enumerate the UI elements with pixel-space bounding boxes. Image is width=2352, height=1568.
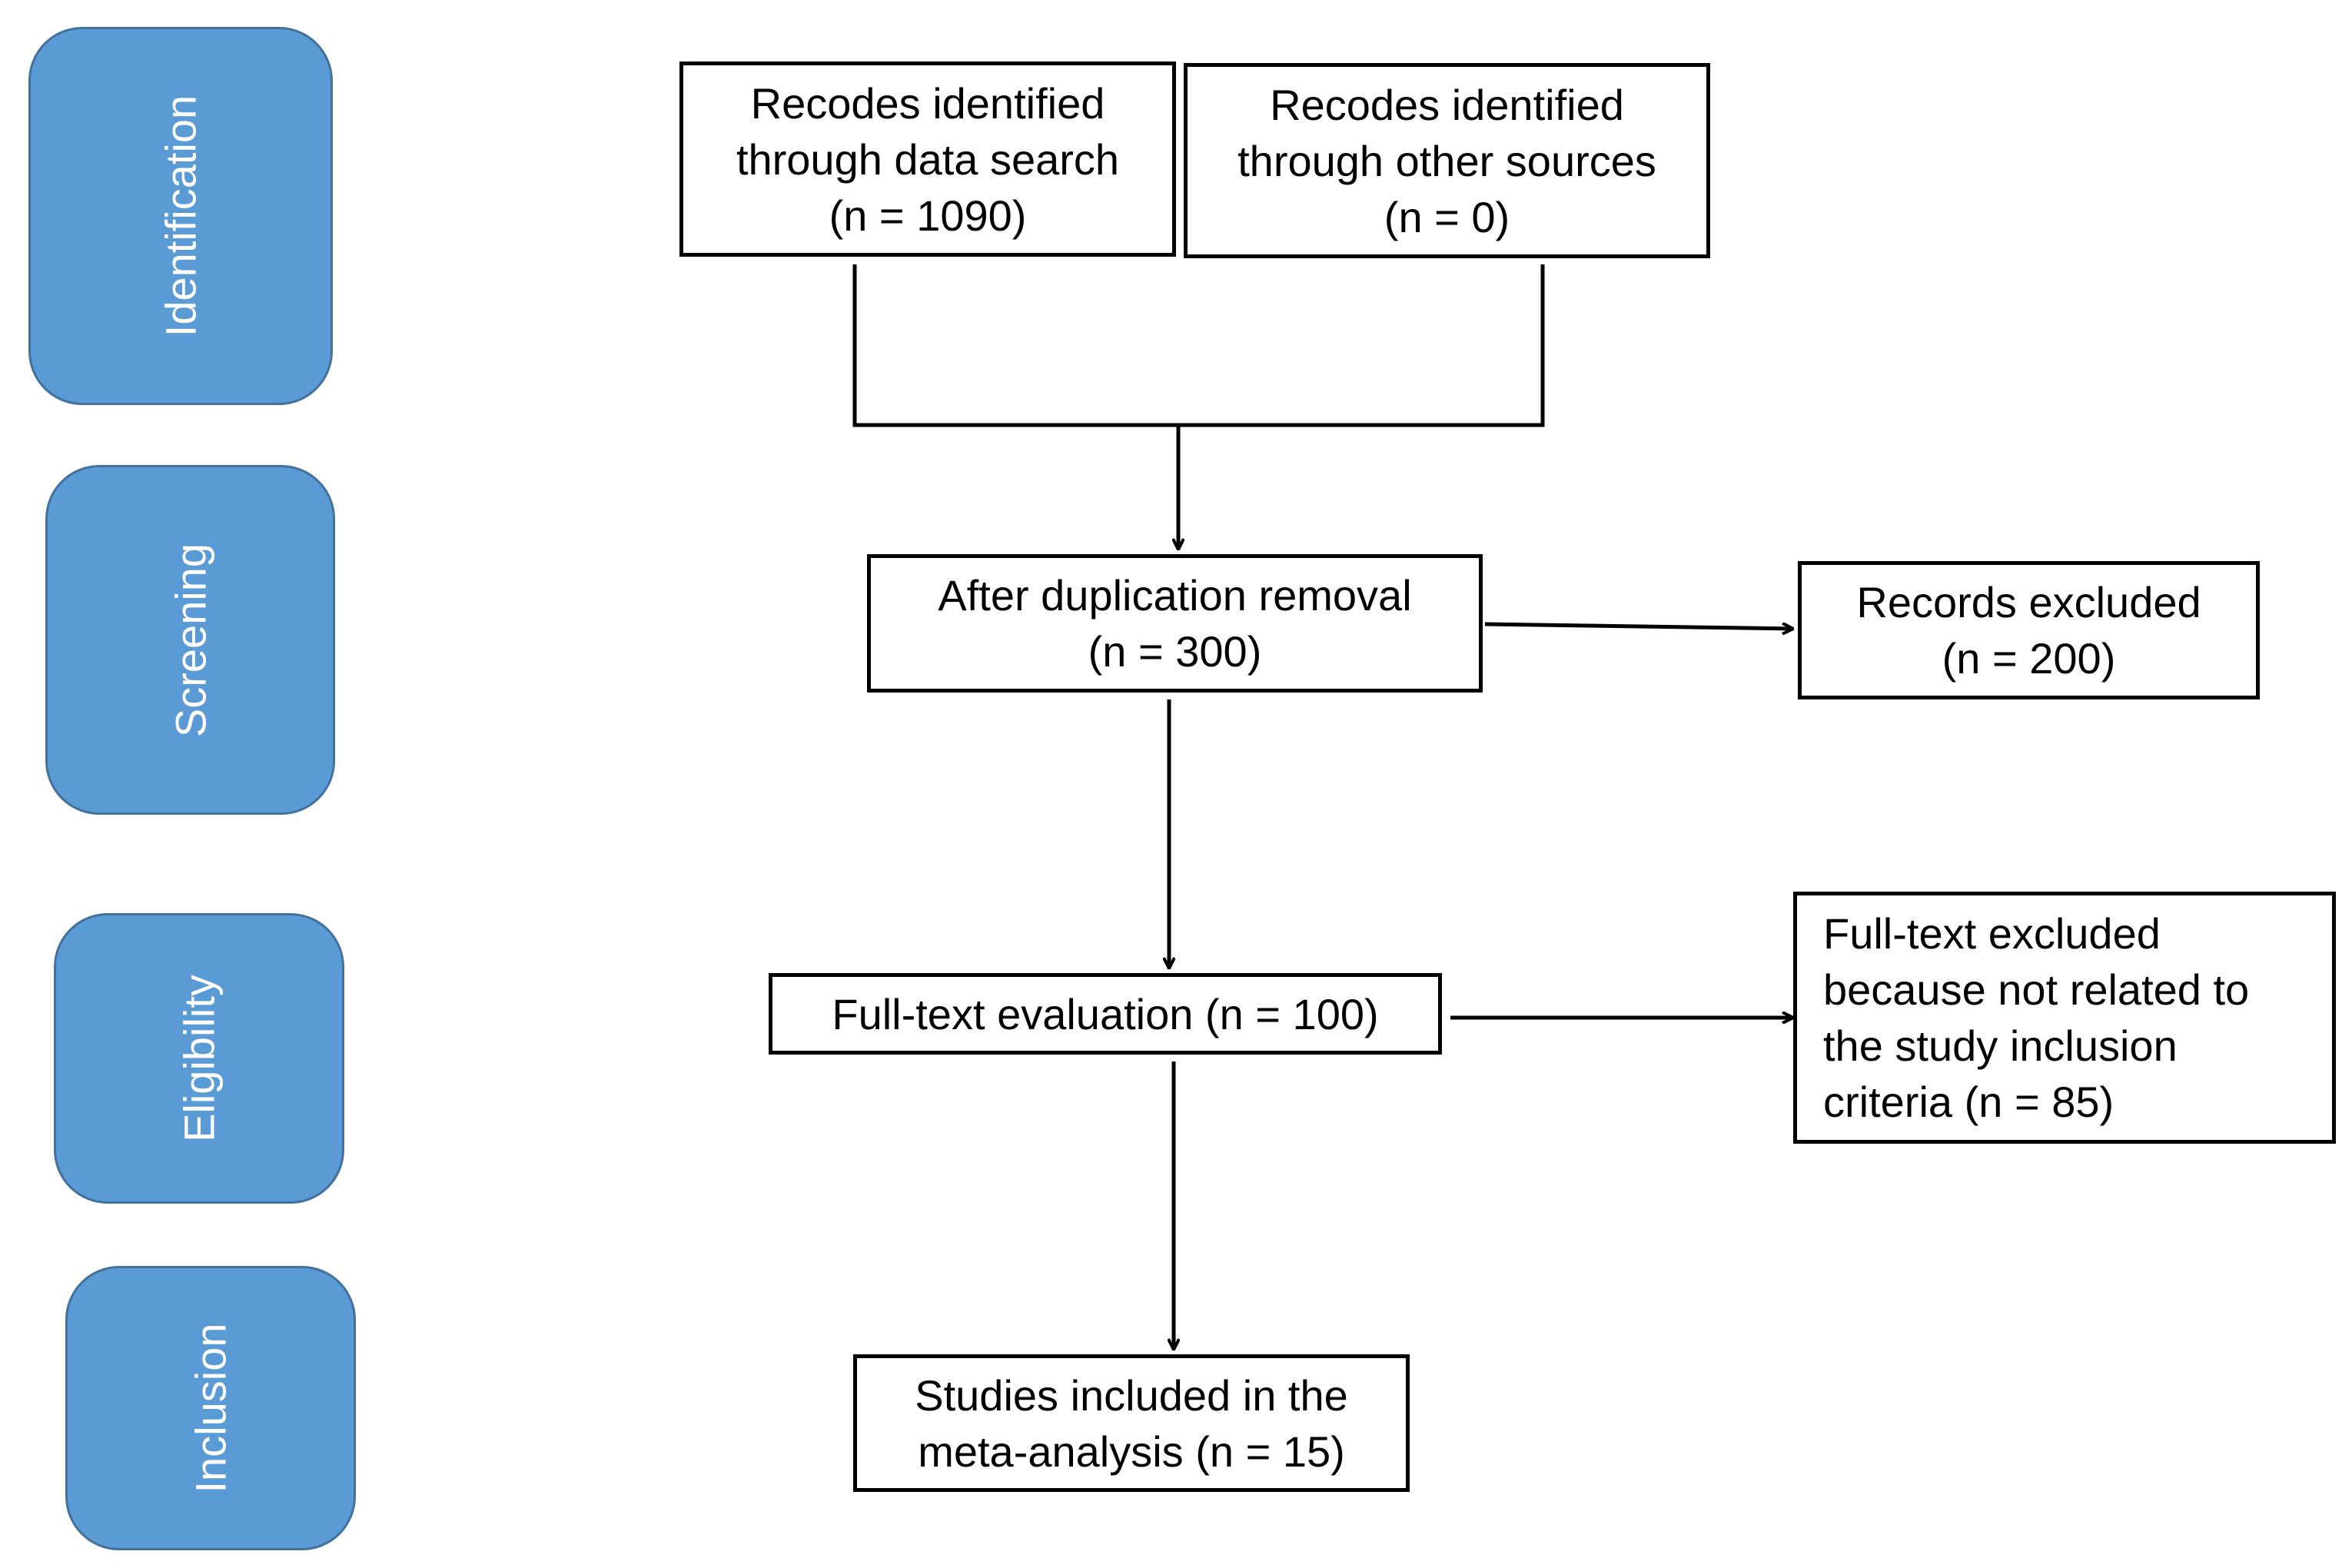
box-database-records: Recodes identified through data search (… <box>679 61 1176 257</box>
stage-inclusion: Inclusion <box>65 1266 356 1550</box>
box-records-excluded: Records excluded (n = 200) <box>1798 561 2260 699</box>
box-other-sources: Recodes identified through other sources… <box>1184 63 1710 258</box>
box-full-text: Full-text evaluation (n = 100) <box>769 973 1442 1055</box>
box-full-text-excluded: Full-text excluded because not related t… <box>1793 892 2336 1144</box>
box-line: meta-analysis (n = 15) <box>918 1427 1345 1476</box>
box-line: criteria (n = 85) <box>1823 1078 2114 1126</box>
box-line: through data search <box>736 135 1120 184</box>
arrow-to-records-excluded <box>1484 622 1793 629</box>
box-line: Studies included in the <box>915 1370 1348 1420</box>
box-line: Full-text excluded <box>1823 909 2161 958</box>
box-line: After duplication removal <box>938 571 1412 620</box>
box-after-duplicates: After duplication removal (n = 300) <box>867 554 1483 693</box>
box-line: Recodes identified <box>750 78 1105 128</box>
box-line: through other sources <box>1237 136 1656 185</box>
box-line: (n = 200) <box>1942 634 2116 683</box>
box-line: the study inclusion <box>1823 1022 2178 1070</box>
stage-label: Inclusion <box>186 1323 235 1493</box>
box-line: (n = 300) <box>1088 627 1262 676</box>
box-line: (n = 0) <box>1384 192 1510 241</box>
stage-eligibility: Eligibility <box>54 913 344 1204</box>
box-line: because not related to <box>1823 965 2250 1014</box>
merge-connector <box>852 264 1545 427</box>
box-line: (n = 1090) <box>829 191 1027 240</box>
stage-identification: Identification <box>28 27 333 405</box>
stage-label: Identification <box>156 95 205 337</box>
box-line: Records excluded <box>1856 578 2201 626</box>
stage-label: Screening <box>166 543 214 737</box>
stage-screening: Screening <box>45 465 335 815</box>
box-included: Studies included in the meta-analysis (n… <box>853 1354 1410 1492</box>
stage-label: Eligibility <box>174 975 224 1142</box>
box-line: Recodes identified <box>1270 80 1624 129</box>
box-line: Full-text evaluation (n = 100) <box>832 989 1379 1038</box>
